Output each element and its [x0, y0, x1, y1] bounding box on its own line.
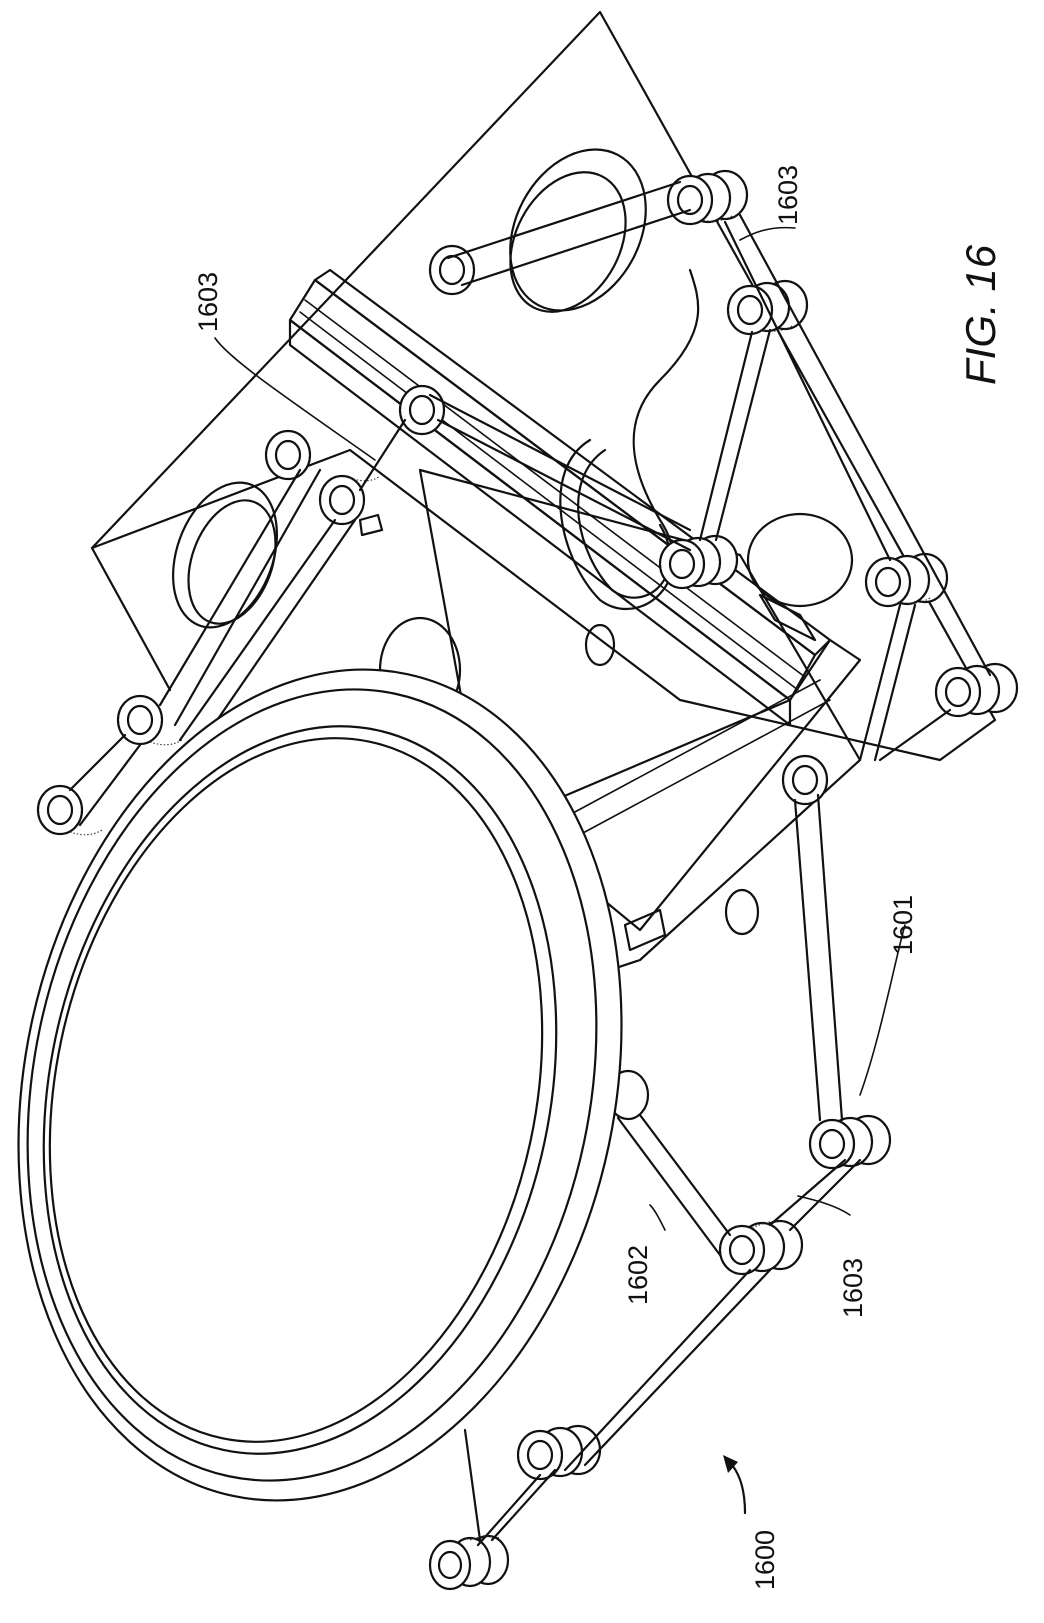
ref-1600: 1600	[750, 1529, 780, 1590]
ref-1603-top-center: 1603	[193, 271, 223, 332]
hinge-left-top	[36, 694, 183, 836]
ref-1602: 1602	[623, 1244, 653, 1305]
hinge-center-top	[264, 384, 446, 537]
base-plate-holes	[172, 148, 854, 629]
hinge-top-right-link-end	[428, 244, 476, 296]
hinge-top-right	[666, 169, 749, 226]
base-plate	[90, 10, 997, 762]
hinge-bottom-left	[428, 1424, 602, 1591]
ref-1603-bottom: 1603	[838, 1257, 868, 1318]
hinge-bottom-center	[718, 1219, 804, 1276]
link-rods	[68, 180, 992, 1547]
ref-1603-top-right: 1603	[773, 164, 803, 225]
leader-lines	[214, 226, 906, 1515]
hinge-middle	[658, 534, 739, 590]
hinge-bottom-right	[606, 1069, 892, 1170]
hinge-right-middle	[864, 552, 949, 608]
figure-title: FIG. 16	[957, 244, 1004, 385]
hinge-lower-link-top	[781, 754, 829, 806]
ref-1601: 1601	[888, 894, 918, 955]
circular-platen	[17, 668, 623, 1502]
hinge-right-lower	[934, 662, 1019, 718]
